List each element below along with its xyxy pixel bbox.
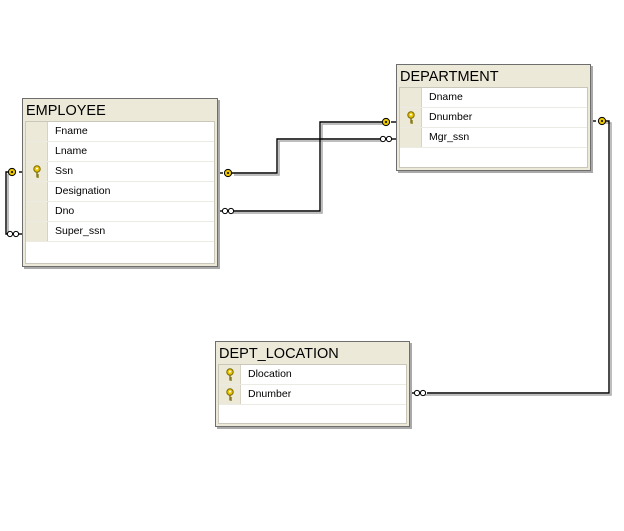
relationship-self-employee-line[interactable] [5,171,12,235]
column-name: Dname [429,91,463,103]
column-name: Mgr_ssn [429,131,470,143]
relationship-employee-department-line[interactable] [233,121,382,212]
primary-key-icon [226,388,234,401]
many-end-infinity-icon [6,230,20,238]
column-row[interactable]: Fname [26,122,214,142]
column-name: Dnumber [248,388,292,400]
column-row[interactable]: Lname [26,142,214,162]
column-name: Lname [55,145,88,157]
dept-location-table[interactable]: DEPT_LOCATION Dlocation Dnumber [215,341,410,427]
column-name: Super_ssn [55,225,106,237]
column-row[interactable]: Dnumber [400,108,587,128]
relationship-location-department-line[interactable] [427,120,610,394]
relationship-line-shadow [234,140,382,176]
primary-key-icon [226,368,234,381]
column-name: Dnumber [429,111,473,123]
column-list: Dname Dnumber Mgr_ssn [399,87,588,168]
column-list: Dlocation Dnumber [218,364,407,424]
column-name: Designation [55,185,111,197]
column-list: Fname Lname Ssn Designation Dno Super_ss… [25,121,215,264]
column-row[interactable]: Designation [26,182,214,202]
column-row[interactable]: Dlocation [219,365,406,385]
column-name: Fname [55,125,88,137]
column-row[interactable]: Dname [400,88,587,108]
column-name: Ssn [55,165,74,177]
many-end-infinity-icon [413,389,427,397]
column-name: Dno [55,205,75,217]
column-name: Dlocation [248,368,292,380]
employee-table[interactable]: EMPLOYEE Fname Lname Ssn Designation Dno… [22,98,218,267]
primary-key-icon [33,165,41,178]
relationship-department-employee-line[interactable] [231,138,382,174]
department-table[interactable]: DEPARTMENT Dname Dnumber Mgr_ssn [396,64,591,171]
primary-key-icon [407,111,415,124]
relationship-line-shadow [233,123,389,214]
many-end-infinity-icon [379,135,393,143]
relationship-line-shadow [424,122,612,396]
table-title: DEPT_LOCATION [219,346,339,362]
column-row[interactable]: Super_ssn [26,222,214,242]
many-end-infinity-icon [221,207,235,215]
column-row[interactable]: Ssn [26,162,214,182]
column-row[interactable]: Dnumber [219,385,406,405]
table-title: DEPARTMENT [400,69,499,85]
column-row[interactable]: Dno [26,202,214,222]
column-row[interactable]: Mgr_ssn [400,128,587,148]
table-title: EMPLOYEE [26,103,106,119]
